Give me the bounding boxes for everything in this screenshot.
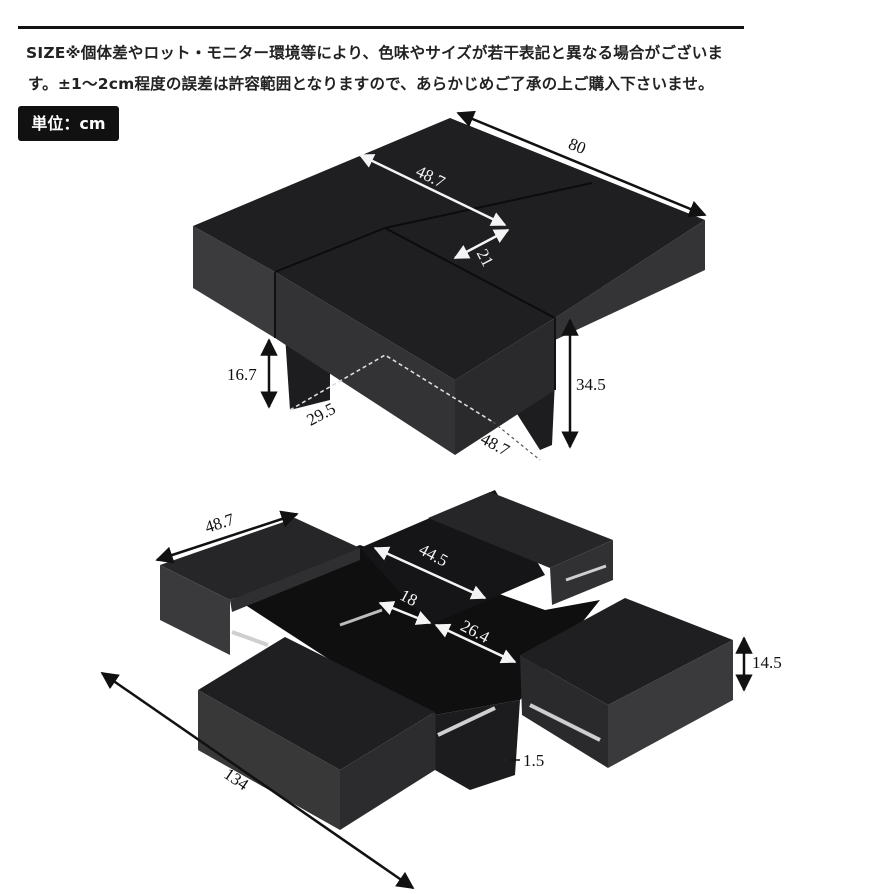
- table-leg-left: [285, 335, 330, 410]
- dim-top-width: 80: [566, 134, 589, 158]
- dim-top-height-left: 16.7: [227, 365, 257, 384]
- dim-top-panel-width: 21: [473, 246, 498, 270]
- size-note-line-2: す。±1～2cm程度の誤差は許容範囲となりますので、あらかじめご了承の上ご購入下…: [28, 75, 714, 93]
- size-note-line-1: SIZE※個体差やロット・モニター環境等により、色味やサイズが若干表記と異なる場…: [26, 44, 724, 62]
- table-side-right: [555, 220, 705, 340]
- closed-table: 80 48.7 21 16.7 34.5 29.5 48.7: [193, 110, 707, 461]
- drawer-front-right-front: [608, 640, 733, 768]
- dim-drawer-height: 14.5: [752, 653, 782, 672]
- dim-thickness: 1.5: [523, 751, 544, 770]
- table-front-face: [275, 272, 455, 455]
- dim-inner-width: 18: [397, 585, 421, 610]
- table-side-front-right: [455, 318, 555, 455]
- drawer-back-right-front: [550, 540, 613, 605]
- dim-drawer-length: 48.7: [202, 509, 237, 536]
- frame-leg: [435, 700, 520, 790]
- frame-interior: [230, 545, 600, 715]
- table-side-left: [193, 226, 275, 338]
- drawer-back-left-front: [160, 565, 230, 655]
- unit-badge: 単位：cm: [18, 106, 119, 141]
- top-divider: [18, 26, 744, 29]
- drawer-front-right-top: [520, 598, 733, 705]
- drawer-back-right-top: [428, 492, 613, 568]
- dim-top-height-right: 34.5: [576, 375, 606, 394]
- open-table: 48.7 44.5 18 26.4 14.5 134 1.5: [100, 490, 782, 890]
